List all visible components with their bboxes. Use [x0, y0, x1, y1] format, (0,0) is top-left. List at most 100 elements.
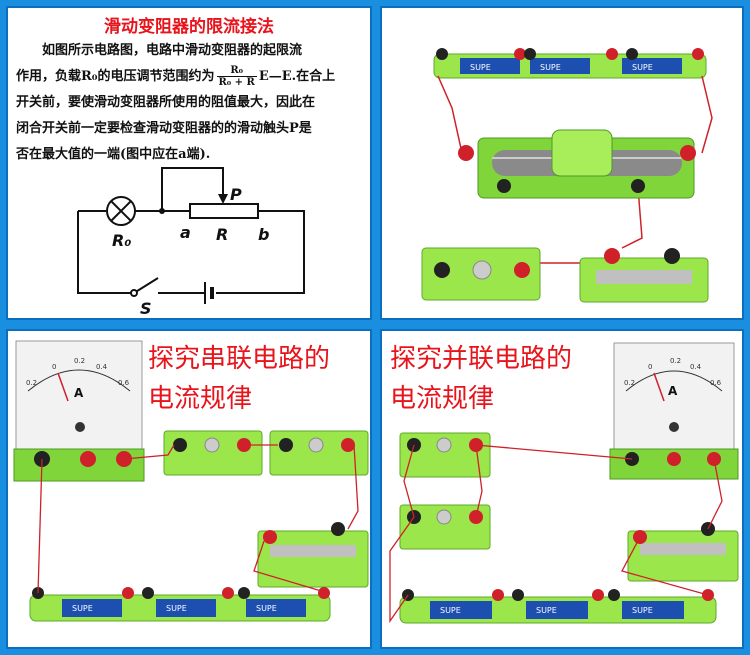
- terminal-black-icon: [631, 179, 645, 193]
- terminal-red-icon: [692, 48, 704, 60]
- ammeter: 0.2 0 0.2 0.4 0.6 A: [609, 342, 739, 480]
- wire-red: [707, 458, 723, 530]
- battery-label-2: SUPE: [166, 604, 187, 613]
- terminal-red-icon: [514, 48, 526, 60]
- label-R0: R₀: [112, 231, 131, 250]
- switch-contact: [130, 289, 138, 297]
- tick-label: 0.4: [96, 363, 108, 371]
- wire-left-bottom: [77, 211, 134, 294]
- wire-red: [437, 75, 463, 154]
- label-P: P: [230, 185, 242, 204]
- terminal-black-icon: [279, 438, 293, 452]
- label-b: b: [258, 225, 269, 244]
- switch-lever: [596, 270, 692, 284]
- series-apparatus: 0.2 0 0.2 0.4 0.6 A: [13, 340, 369, 622]
- fraction-denominator: R₀ + R: [218, 77, 255, 88]
- label-R: R: [216, 225, 228, 244]
- terminal-red-icon: [606, 48, 618, 60]
- wire-red: [621, 187, 643, 249]
- tick-label: 0.6: [710, 379, 722, 387]
- wire-right: [216, 210, 305, 294]
- series-title: 探究串联电路的 电流规律: [148, 339, 330, 419]
- circuit-diagram: P R₀ a R b S: [77, 167, 305, 318]
- terminal-red-icon: [116, 451, 132, 467]
- series-title-line-2: 电流规律: [148, 384, 253, 414]
- rheostat-apparatus: SUPE SUPE SUPE: [421, 48, 713, 303]
- text-line-3: 开关前，要使滑动变阻器所使用的阻值最大，因此在: [16, 95, 316, 110]
- battery-symbol: [204, 282, 214, 304]
- parallel-title: 探究并联电路的 电流规律: [390, 339, 572, 419]
- label-S: S: [140, 299, 152, 318]
- bulb-icon: [472, 260, 492, 280]
- wire-red: [403, 444, 415, 518]
- terminal-red-icon: [318, 587, 330, 599]
- meter-unit: A: [668, 384, 678, 398]
- needle-icon: [57, 372, 69, 402]
- ammeter: 0.2 0 0.2 0.4 0.6 A: [13, 340, 145, 482]
- terminal-red-icon: [492, 589, 504, 601]
- parallel-title-line-1: 探究并联电路的: [390, 344, 573, 374]
- meter-unit: A: [74, 386, 84, 400]
- battery-holder: SUPE SUPE SUPE: [433, 48, 707, 79]
- lamp-board: [421, 247, 541, 301]
- circuit-explanation-panel: 滑动变阻器的限流接法 如图所示电路图，电路中滑动变阻器的起限流 作用，负载R₀的…: [6, 6, 372, 320]
- terminal-black-icon: [173, 438, 187, 452]
- switch-blade: [133, 277, 159, 294]
- lamp-board-2: [399, 504, 491, 550]
- wire-red: [475, 444, 483, 518]
- wire-red: [701, 75, 713, 154]
- wire-red: [347, 444, 359, 530]
- junction-dot: [159, 208, 165, 214]
- terminal-black-icon: [524, 48, 536, 60]
- lamp-board-2: [269, 430, 369, 476]
- terminal-red-icon: [604, 248, 620, 264]
- terminal-red-icon: [237, 438, 251, 452]
- wire-red: [37, 458, 43, 594]
- terminal-black-icon: [434, 262, 450, 278]
- text-line-4: 闭合开关前一定要检查滑动变阻器的的滑动触头P是: [16, 121, 312, 136]
- rheostat-photo-panel: SUPE SUPE SUPE: [380, 6, 744, 320]
- slider-wire: [161, 167, 224, 211]
- terminal-red-icon: [341, 438, 355, 452]
- text-line-2b: E—E.在合上: [258, 69, 336, 84]
- terminal-black-icon: [497, 179, 511, 193]
- needle-icon: [653, 372, 665, 402]
- battery-label-1: SUPE: [72, 604, 93, 613]
- rheostat-symbol: [189, 203, 259, 219]
- terminal-red-icon: [592, 589, 604, 601]
- terminal-red-icon: [514, 262, 530, 278]
- wire-red: [389, 516, 415, 624]
- battery-label-3: SUPE: [256, 604, 277, 613]
- series-title-line-1: 探究串联电路的: [148, 344, 331, 374]
- tick-label: 0.2: [26, 379, 37, 387]
- panel-title: 滑动变阻器的限流接法: [104, 17, 274, 37]
- terminal-black-icon: [608, 589, 620, 601]
- parallel-apparatus: 0.2 0 0.2 0.4 0.6 A: [389, 342, 739, 624]
- battery-label-1: SUPE: [470, 63, 491, 72]
- switch-board: [579, 248, 709, 303]
- battery-holder: SUPE SUPE SUPE: [399, 589, 717, 624]
- switch-lever: [270, 545, 356, 557]
- terminal-black-icon: [142, 587, 154, 599]
- tick-label: 0: [648, 363, 652, 371]
- bulb-icon: [436, 437, 452, 453]
- terminal-black-icon: [407, 438, 421, 452]
- battery-label-2: SUPE: [540, 63, 561, 72]
- terminal-red-icon: [222, 587, 234, 599]
- terminal-red-icon: [667, 452, 681, 466]
- parallel-circuit-panel: 探究并联电路的 电流规律 0.2 0 0.2 0.4 0.6 A: [380, 329, 744, 649]
- terminal-red-icon: [263, 530, 277, 544]
- terminal-black-icon: [436, 48, 448, 60]
- switch-board: [627, 522, 739, 582]
- wire-red: [475, 444, 633, 460]
- wire-red: [621, 536, 709, 596]
- terminal-red-icon: [458, 145, 474, 161]
- text-line-2a: 作用，负载R₀的电压调节范围约为: [16, 69, 215, 84]
- battery-label-1: SUPE: [440, 606, 461, 615]
- battery-label-3: SUPE: [632, 63, 653, 72]
- wire-red: [123, 444, 175, 460]
- battery-holder: SUPE SUPE SUPE: [29, 587, 331, 622]
- rheostat: [458, 129, 696, 199]
- terminal-red-icon: [122, 587, 134, 599]
